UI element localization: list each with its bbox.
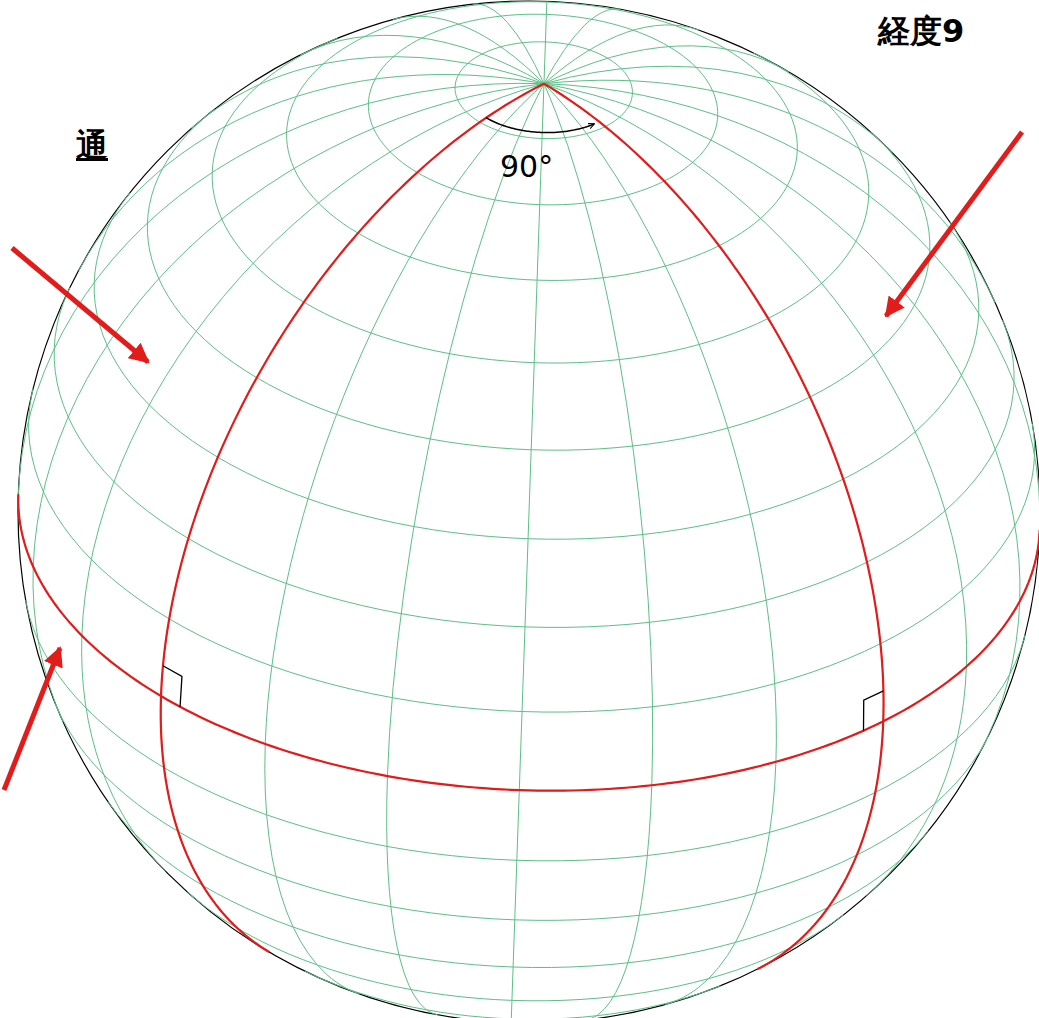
- leader-arrow: [12, 248, 148, 362]
- globe-outline: [18, 1, 1039, 1018]
- leader-arrow: [4, 648, 60, 790]
- right-angle-mark: [163, 666, 182, 707]
- leader-arrow: [886, 132, 1022, 316]
- red-equator: [18, 494, 1039, 791]
- graticule: [18, 1, 1039, 1018]
- angle-label: 90°: [500, 150, 553, 183]
- callout-text: 経度9: [878, 14, 964, 49]
- right-angle-mark: [863, 691, 883, 731]
- red-meridian: [161, 84, 544, 952]
- angle-arc: [486, 118, 594, 133]
- red-meridian: [544, 84, 884, 969]
- callout-text: 通: [76, 128, 108, 163]
